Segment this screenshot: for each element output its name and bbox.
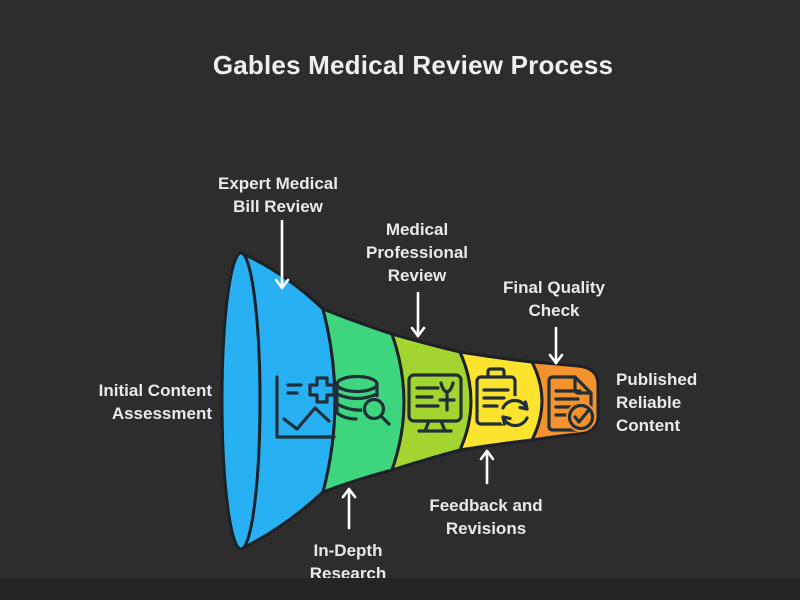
callout-arrows bbox=[274, 219, 564, 530]
stage-label-expert-medical-bill-review: Expert Medical Bill Review bbox=[218, 174, 338, 216]
arrow-down-final-quality bbox=[548, 326, 564, 365]
funnel-output-label: Published Reliable Content bbox=[616, 370, 698, 435]
stage-label-final-quality-check: Final Quality Check bbox=[502, 278, 606, 320]
funnel-input-label: Initial Content Assessment bbox=[98, 381, 212, 423]
page-title: Gables Medical Review Process bbox=[212, 50, 614, 80]
arrow-down-medical-professional bbox=[410, 291, 426, 338]
funnel-segment-4 bbox=[458, 350, 544, 452]
arrow-up-in-depth bbox=[341, 487, 357, 530]
footer-strip bbox=[0, 578, 800, 600]
arrow-up-feedback bbox=[479, 449, 495, 485]
stage-label-medical-professional-review: Medical Professional Review bbox=[365, 220, 469, 285]
stage-label-feedback-and-revisions: Feedback and Revisions bbox=[429, 496, 543, 538]
funnel-mouth-rim bbox=[220, 251, 262, 551]
database-search-icon bbox=[335, 374, 391, 426]
monitor-yen-icon bbox=[407, 373, 463, 433]
chart-plus-icon bbox=[275, 375, 336, 439]
arrow-down-expert-medical bbox=[274, 219, 290, 290]
document-check-icon bbox=[547, 375, 596, 432]
clipboard-refresh-icon bbox=[475, 367, 532, 430]
